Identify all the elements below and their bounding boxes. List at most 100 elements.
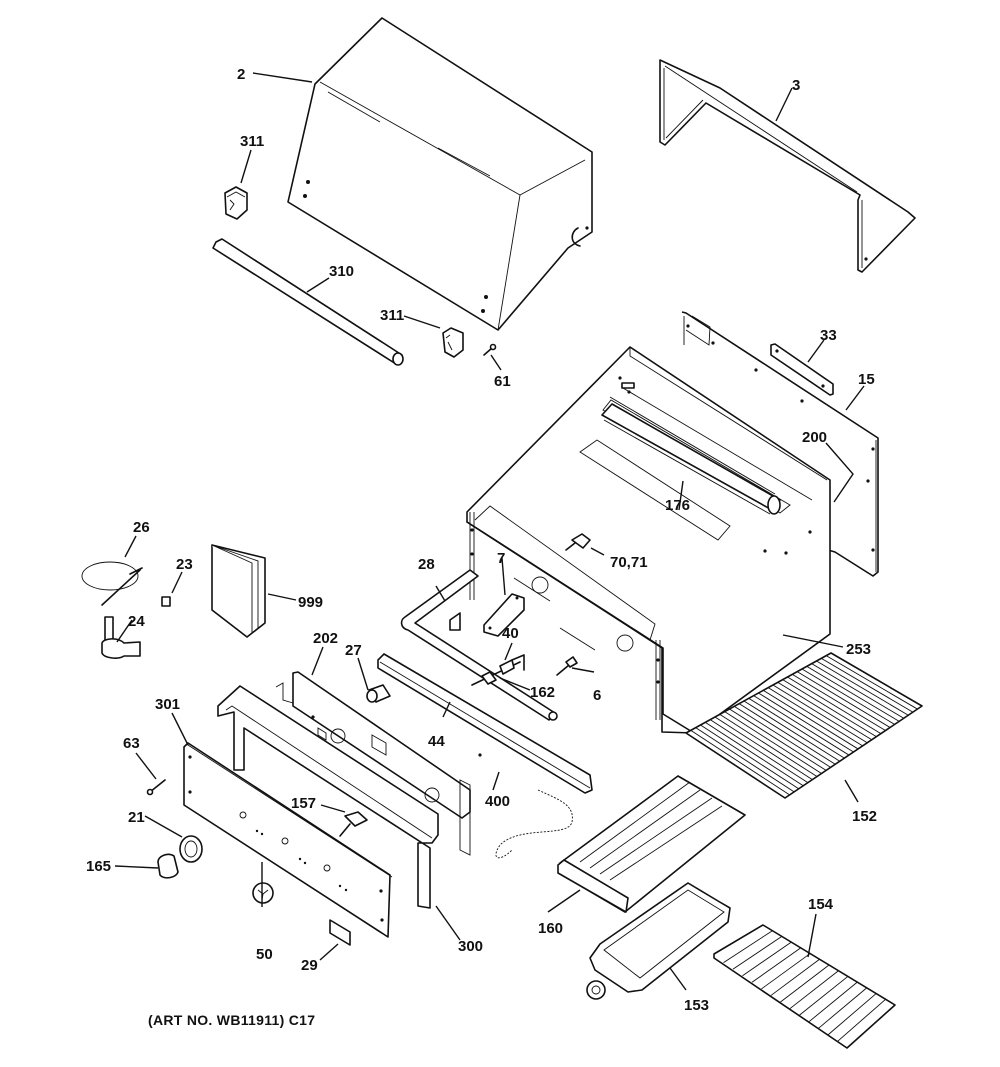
callout-6[interactable]: 6 [593, 687, 601, 704]
part-knob-50[interactable] [252, 882, 274, 904]
part-handle-end-cap-left[interactable] [224, 186, 248, 220]
grate-lines-line [724, 711, 822, 774]
part-orifice-fitting[interactable] [161, 596, 171, 607]
callout-300[interactable]: 300 [458, 938, 483, 955]
leader-lines [114, 72, 865, 991]
part-handle-bar[interactable] [212, 238, 404, 366]
part-valve[interactable] [471, 654, 525, 686]
callout-176[interactable]: 176 [665, 497, 690, 514]
grate-lines-line [719, 713, 818, 777]
part-knob-bezel[interactable] [179, 835, 203, 863]
part-grill-body[interactable] [466, 346, 831, 734]
part-hood[interactable] [287, 17, 593, 331]
part-manifold-bracket[interactable] [449, 593, 525, 637]
callout-labels: 2 3 311 310 311 61 33 15 200 176 70,71 2… [86, 66, 877, 1014]
callout-999[interactable]: 999 [298, 594, 323, 611]
rack-lines-line [742, 941, 792, 977]
part-gas-hose[interactable] [81, 561, 143, 606]
callout-15[interactable]: 15 [858, 371, 875, 388]
part-hood-frame[interactable] [659, 59, 916, 273]
callout-152[interactable]: 152 [852, 808, 877, 825]
callout-27[interactable]: 27 [345, 642, 362, 659]
callout-2[interactable]: 2 [237, 66, 245, 83]
part-match-holder-chain[interactable] [495, 789, 573, 859]
part-electrode[interactable] [565, 533, 591, 551]
rack-lines-line [751, 947, 801, 983]
grate-lines-line [767, 687, 863, 747]
rack-lines-line [780, 964, 830, 1003]
callout-50[interactable]: 50 [256, 946, 273, 963]
part-manifold[interactable] [400, 569, 558, 721]
part-igniter-button[interactable] [366, 684, 391, 703]
grate-lines-line [729, 708, 827, 771]
callout-3[interactable]: 3 [792, 77, 800, 94]
grate-lines-line [758, 692, 854, 753]
part-control-knob[interactable] [157, 853, 179, 879]
callout-165[interactable]: 165 [86, 858, 111, 875]
grate-lines-line [763, 689, 859, 750]
grate-lines-line [753, 695, 850, 756]
grate-lines-line [734, 705, 831, 768]
callout-160[interactable]: 160 [538, 920, 563, 937]
callout-153[interactable]: 153 [684, 997, 709, 1014]
callout-61[interactable]: 61 [494, 373, 511, 390]
rack-lines-line [818, 987, 868, 1029]
part-label-plate[interactable] [329, 919, 351, 946]
callout-33[interactable]: 33 [820, 327, 837, 344]
part-control-panel-bracket[interactable] [217, 685, 471, 909]
grate-lines-line [714, 716, 813, 780]
callout-301[interactable]: 301 [155, 696, 180, 713]
grate-bars [690, 655, 918, 796]
part-front-rail[interactable] [377, 653, 593, 794]
rack-lines-line [799, 976, 849, 1016]
rack-lines-line [837, 998, 886, 1042]
callout-310[interactable]: 310 [329, 263, 354, 280]
callout-253[interactable]: 253 [846, 641, 871, 658]
grate-lines-line [796, 671, 891, 728]
part-owners-manual[interactable] [211, 544, 266, 638]
callout-154[interactable]: 154 [808, 896, 834, 913]
callout-29[interactable]: 29 [301, 957, 318, 974]
callout-202[interactable]: 202 [313, 630, 338, 647]
part-warming-rack[interactable] [713, 924, 896, 1049]
callout-63[interactable]: 63 [123, 735, 140, 752]
grate-lines-line [700, 724, 799, 790]
callout-162[interactable]: 162 [530, 684, 555, 701]
grate-lines-line [825, 655, 918, 710]
part-flavor-bar-tray[interactable] [557, 775, 746, 913]
callout-200[interactable]: 200 [802, 429, 827, 446]
part-valve-assembly[interactable] [339, 811, 368, 837]
rack-lines-line [732, 936, 783, 970]
part-screw-61[interactable] [483, 343, 497, 356]
grate-lines-line [811, 663, 904, 719]
callout-400[interactable]: 400 [485, 793, 510, 810]
callout-70-71[interactable]: 70,71 [610, 554, 648, 571]
part-regulator[interactable] [101, 616, 141, 659]
part-rear-bracket[interactable] [770, 343, 834, 396]
rack-lines-line [723, 930, 773, 963]
callout-44[interactable]: 44 [428, 733, 445, 750]
callout-40[interactable]: 40 [502, 625, 519, 642]
callout-28[interactable]: 28 [418, 556, 435, 573]
rack-lines-line [770, 958, 820, 996]
callout-23[interactable]: 23 [176, 556, 193, 573]
part-screw-63[interactable] [146, 779, 166, 796]
part-handle-end-cap-right[interactable] [442, 327, 464, 358]
part-igniter-electrode[interactable] [556, 656, 578, 676]
grate-lines-line [787, 676, 882, 734]
part-rotisserie-burner[interactable] [601, 403, 781, 515]
part-cooking-grate[interactable] [685, 652, 923, 799]
grate-lines-line [772, 684, 868, 744]
callout-157[interactable]: 157 [291, 795, 316, 812]
grate-lines-line [748, 697, 845, 759]
part-burner[interactable] [586, 882, 731, 1000]
callout-24[interactable]: 24 [128, 613, 145, 630]
callout-311-left[interactable]: 311 [240, 133, 264, 150]
callout-311-right[interactable]: 311 [380, 307, 404, 324]
callout-26[interactable]: 26 [133, 519, 150, 536]
callout-21[interactable]: 21 [128, 809, 145, 826]
grate-lines-line [792, 673, 886, 731]
grate-lines-line [709, 719, 809, 784]
callout-7[interactable]: 7 [497, 550, 505, 567]
